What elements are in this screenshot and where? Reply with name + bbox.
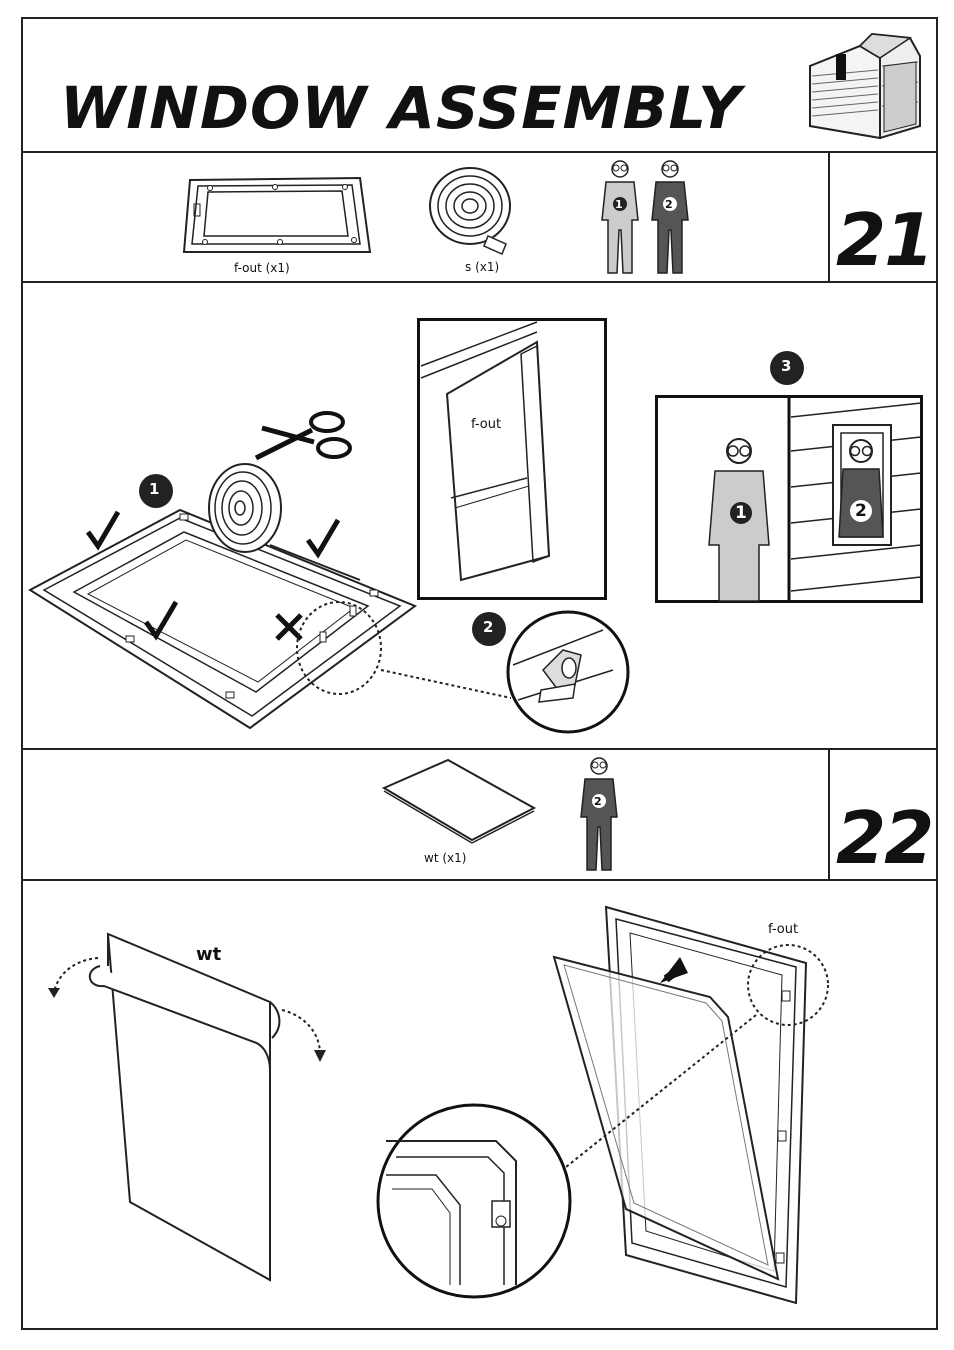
callout-3-number: 3 xyxy=(781,357,792,375)
step22-worker-2-badge: 2 xyxy=(594,795,602,808)
divider-step22-parts xyxy=(21,879,938,881)
f-out-corner-label: f-out xyxy=(768,922,799,937)
two-workers-scene xyxy=(655,395,923,603)
frame-in-wall-illustration xyxy=(417,318,607,600)
worker-1-badge: 1 xyxy=(615,198,623,211)
divider-step21-body xyxy=(21,748,938,750)
step-number-22: 22 xyxy=(836,796,934,880)
frame-flat-illustration xyxy=(28,463,418,730)
insert-sheet-illustration xyxy=(376,905,829,1305)
frame-wall-label: f-out xyxy=(471,417,502,432)
page-title: WINDOW ASSEMBLY xyxy=(60,74,742,142)
callout-2-number: 2 xyxy=(483,618,494,636)
step-number-21: 21 xyxy=(836,198,934,282)
wt-sheet-label: wt xyxy=(196,944,222,965)
peel-sheet-illustration xyxy=(48,932,326,1282)
worker-icon xyxy=(580,757,618,871)
wt-sheet-part-illustration xyxy=(381,758,537,844)
worker-icon xyxy=(601,160,639,274)
check-icon xyxy=(85,510,121,551)
worker-icon xyxy=(651,160,689,274)
page-frame xyxy=(21,17,938,1330)
cross-icon xyxy=(275,613,303,641)
worker-2-badge: 2 xyxy=(665,198,673,211)
check-icon xyxy=(143,600,179,641)
scissors-icon xyxy=(254,411,352,461)
divider-step21-parts xyxy=(21,281,938,283)
wt-sheet-part-label: wt (x1) xyxy=(424,851,467,865)
check-icon xyxy=(305,518,341,559)
callout-3-badge xyxy=(770,351,804,385)
shed-icon xyxy=(809,32,921,140)
detail-connector xyxy=(296,601,512,699)
scene-worker-1-badge: 1 xyxy=(735,503,747,523)
corner-detail-illustration xyxy=(506,610,630,734)
step21-number-divider xyxy=(828,151,830,282)
scene-worker-2-badge: 2 xyxy=(855,501,867,521)
callout-1-number: 1 xyxy=(149,480,160,498)
callout-1-badge xyxy=(139,474,173,508)
divider-header xyxy=(21,151,938,153)
seal-roll-part-illustration xyxy=(429,167,511,256)
f-out-part-label: f-out (x1) xyxy=(234,261,290,275)
step22-number-divider xyxy=(828,748,830,880)
callout-2-badge xyxy=(472,612,506,646)
f-out-part-illustration xyxy=(182,176,372,253)
seal-roll-part-label: s (x1) xyxy=(465,260,500,274)
